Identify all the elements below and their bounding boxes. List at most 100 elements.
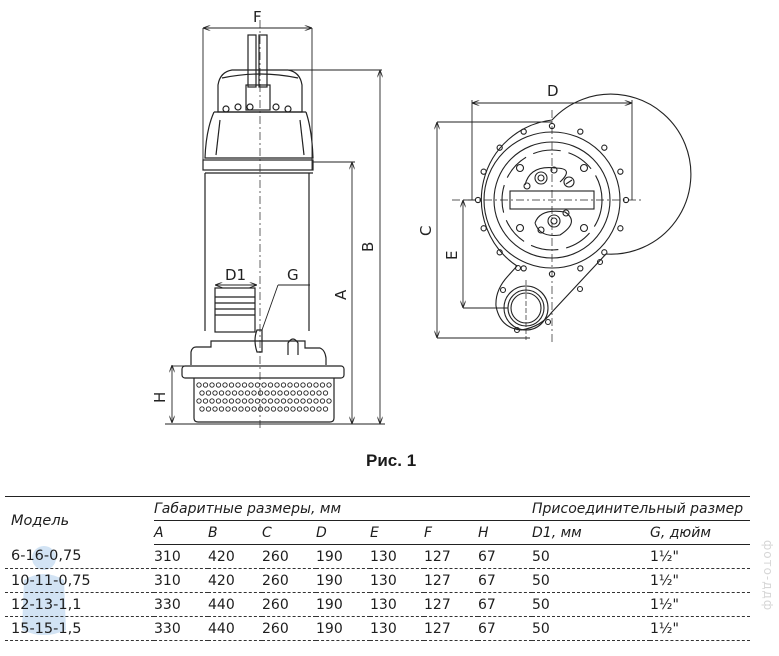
- strainer-hole: [218, 390, 225, 396]
- dim-label-a: A: [332, 289, 350, 300]
- strainer-hole: [261, 382, 267, 388]
- strainer-hole: [303, 390, 309, 396]
- flange-bolt: [520, 128, 527, 135]
- cell-value: 310: [154, 568, 208, 593]
- cell-value: 50: [532, 544, 650, 569]
- flange-bolt: [480, 168, 487, 175]
- strainer-hole: [202, 382, 209, 388]
- dim-label-e: E: [443, 251, 461, 260]
- strainer-hole: [274, 398, 280, 404]
- strainer-hole: [254, 382, 261, 388]
- strainer-hole: [205, 406, 212, 412]
- strainer-hole: [251, 406, 257, 412]
- strainer-hole: [326, 382, 332, 388]
- strainer-hole: [267, 382, 274, 388]
- strainer-hole: [199, 406, 205, 412]
- strainer-hole: [228, 382, 235, 388]
- strainer-hole: [241, 398, 248, 404]
- strainer-hole: [277, 406, 283, 412]
- cell-value: 190: [316, 568, 370, 593]
- header-group-connection: Присоединительный размер: [532, 496, 750, 521]
- strainer-hole: [222, 398, 228, 404]
- strainer-hole: [215, 382, 222, 388]
- cell-value: 190: [316, 592, 370, 617]
- strainer-hole: [235, 398, 241, 404]
- strainer-holes: [196, 382, 332, 412]
- cell-value: 440: [208, 616, 262, 641]
- dim-label-h: H: [151, 392, 169, 403]
- dim-label-f: F: [253, 8, 262, 26]
- cell-value: 1½": [650, 616, 750, 641]
- cell-value: 127: [424, 592, 478, 617]
- strainer-hole: [196, 398, 202, 404]
- cell-value: 440: [208, 592, 262, 617]
- dim-label-c: C: [417, 226, 435, 236]
- flange-bolt: [601, 144, 608, 151]
- strainer-hole: [202, 398, 209, 404]
- strainer-hole: [228, 398, 235, 404]
- strainer-hole: [225, 390, 231, 396]
- strainer-hole: [283, 390, 290, 396]
- cell-model: 15-15-1,5: [5, 616, 154, 641]
- strainer-hole: [296, 390, 303, 396]
- flange-bolt: [520, 265, 527, 272]
- strainer-hole: [254, 398, 261, 404]
- table-header-group-row: Модель Габаритные размеры, мм Присоедини…: [5, 496, 750, 545]
- flange-bolt: [577, 265, 584, 272]
- flange-bolt: [496, 249, 503, 256]
- strainer-hole: [300, 382, 306, 388]
- dim-label-d1: D1: [225, 266, 246, 284]
- strainer-hole: [319, 398, 326, 404]
- strainer-hole: [257, 390, 264, 396]
- cell-value: 330: [154, 616, 208, 641]
- strainer-hole: [225, 406, 231, 412]
- header-col-d1: D1, мм: [532, 520, 650, 545]
- cell-value: 1½": [650, 592, 750, 617]
- cell-value: 310: [154, 544, 208, 569]
- flange-bolt: [496, 144, 503, 151]
- strainer-hole: [309, 390, 316, 396]
- flange-bolt: [617, 168, 624, 175]
- cell-value: 50: [532, 568, 650, 593]
- pump-side-view: [165, 20, 385, 430]
- header-group-dimensions: Габаритные размеры, мм: [154, 496, 532, 521]
- header-col-g: G, дюйм: [650, 520, 750, 545]
- cell-value: 130: [370, 568, 424, 593]
- strainer-hole: [287, 382, 293, 388]
- header-col-c: C: [262, 520, 316, 545]
- header-model: Модель: [5, 496, 154, 545]
- cell-value: 420: [208, 544, 262, 569]
- strainer-hole: [244, 406, 251, 412]
- strainer-hole: [270, 390, 277, 396]
- strainer-hole: [316, 390, 322, 396]
- specs-table: Модель Габаритные размеры, мм Присоедини…: [5, 496, 750, 641]
- strainer-hole: [316, 406, 322, 412]
- strainer-hole: [251, 390, 257, 396]
- strainer-hole: [264, 406, 270, 412]
- cell-value: 67: [478, 616, 532, 641]
- strainer-hole: [235, 382, 241, 388]
- strainer-hole: [212, 390, 218, 396]
- cell-value: 190: [316, 544, 370, 569]
- strainer-hole: [313, 398, 319, 404]
- header-col-f: F: [424, 520, 478, 545]
- cap-bolts: [222, 103, 292, 113]
- header-col-d: D: [316, 520, 370, 545]
- dim-label-g: G: [287, 266, 299, 284]
- cell-value: 190: [316, 616, 370, 641]
- cell-value: 260: [262, 616, 316, 641]
- strainer-hole: [306, 382, 313, 388]
- cell-value: 67: [478, 592, 532, 617]
- strainer-hole: [287, 398, 293, 404]
- watermark-text: фото-ддф: [761, 540, 775, 612]
- strainer-hole: [196, 382, 202, 388]
- strainer-hole: [215, 398, 222, 404]
- strainer-hole: [209, 382, 215, 388]
- cell-value: 260: [262, 544, 316, 569]
- strainer-hole: [309, 406, 316, 412]
- strainer-hole: [212, 406, 218, 412]
- dim-label-d: D: [547, 82, 559, 100]
- strainer-hole: [306, 398, 313, 404]
- strainer-hole: [313, 382, 319, 388]
- strainer-hole: [290, 390, 296, 396]
